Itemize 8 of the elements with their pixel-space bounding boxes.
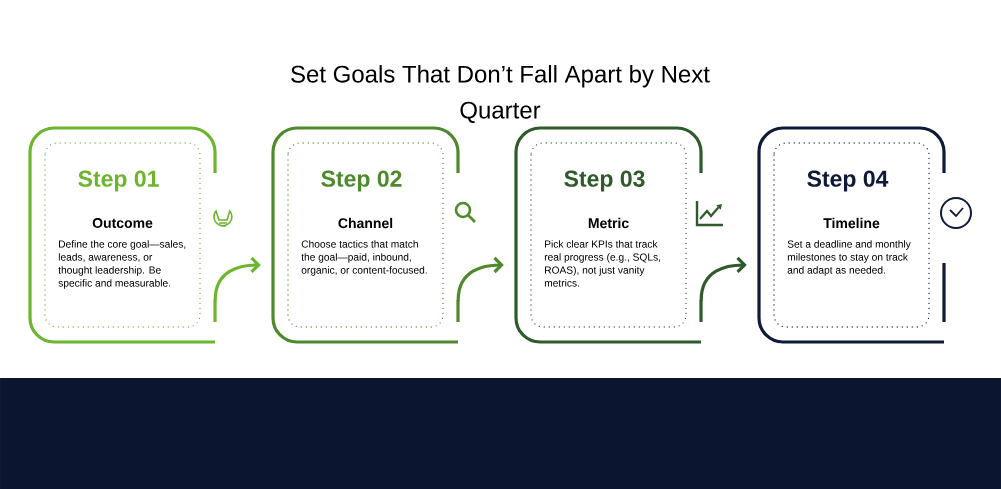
step-card: Step 04 Timeline Set a deadline and monthly milestones to stay on track and adapt as needed. — [757, 126, 946, 344]
step-card: Step 01 Outcome Define the core goal—sales, leads, awareness, or thought leadership. Be specific and measurable. — [28, 126, 217, 344]
curved-arrow — [456, 256, 504, 302]
curved-arrow — [699, 256, 747, 302]
curved-arrow — [213, 256, 261, 302]
title: Set Goals That Don’t Fall Apart by Next Quarter — [291, 65, 710, 123]
step-card: Step 03 Metric Pick clear KPIs that track real progress (e.g., SQLs, ROAS), not just vanity metrics. — [514, 126, 703, 344]
step-card: Step 02 Channel Choose tactics that match the goal—paid, inbound, organic, or content-focused. — [271, 126, 460, 344]
